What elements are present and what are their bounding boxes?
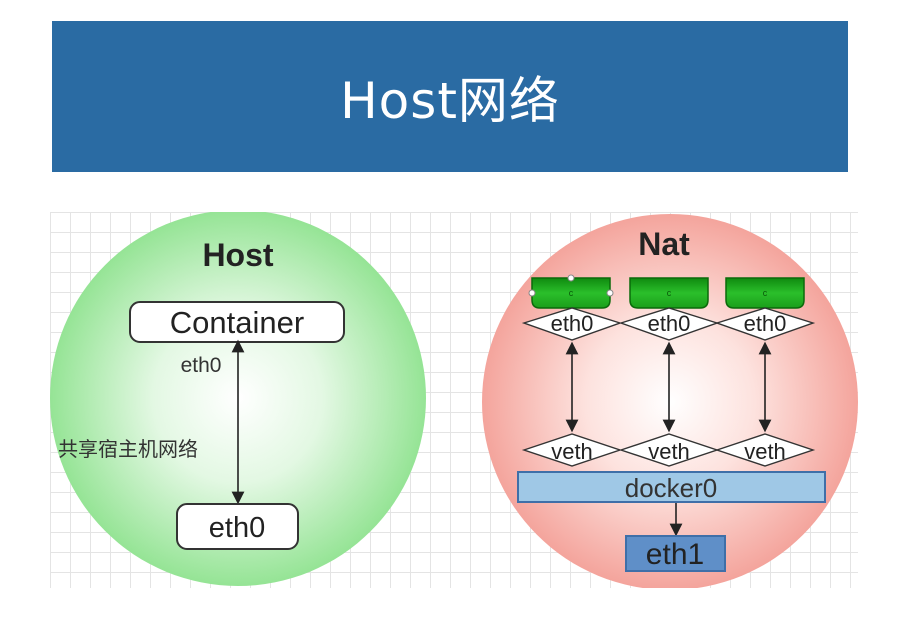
eth1-box <box>625 535 726 572</box>
nat-container-2-mark: c <box>667 288 672 298</box>
nat-container-1: c <box>528 274 614 309</box>
nat-circle <box>482 214 858 588</box>
nat-container-3-mark: c <box>763 288 768 298</box>
host-eth0-label: eth0 <box>209 512 265 544</box>
nat-eth0-3: eth0 <box>714 307 816 341</box>
nat-container-1-mark: c <box>569 288 574 298</box>
nat-veth-3-label: veth <box>744 439 786 464</box>
nat-veth-3: veth <box>714 433 816 467</box>
host-eth0-box <box>176 503 299 550</box>
banner-title: Host网络 <box>340 71 560 130</box>
nat-veth-2-label: veth <box>648 439 690 464</box>
nat-veth-1-label: veth <box>551 439 593 464</box>
eth1-label: eth1 <box>646 538 704 571</box>
diagram-svg: Host Container eth0 共享宿主机网络 eth0 Nat c c… <box>50 212 858 588</box>
nat-eth0-1-label: eth0 <box>551 311 594 336</box>
docker0-bridge <box>517 471 826 503</box>
container-label: Container <box>170 305 304 340</box>
nat-container-2: c <box>629 277 709 309</box>
nat-title: Nat <box>638 226 690 262</box>
diagram-canvas: Host Container eth0 共享宿主机网络 eth0 Nat c c… <box>50 212 858 588</box>
nat-eth0-2-label: eth0 <box>648 311 691 336</box>
nat-eth0-2: eth0 <box>618 307 720 341</box>
docker0-label: docker0 <box>625 473 718 503</box>
nat-eth0-3-label: eth0 <box>744 311 787 336</box>
nat-veth-2: veth <box>618 433 720 467</box>
host-title: Host <box>202 237 273 273</box>
shared-network-label: 共享宿主机网络 <box>58 437 198 461</box>
title-banner: Host网络 <box>52 21 848 172</box>
nat-container-3: c <box>725 277 805 309</box>
host-top-if-label: eth0 <box>181 354 222 377</box>
